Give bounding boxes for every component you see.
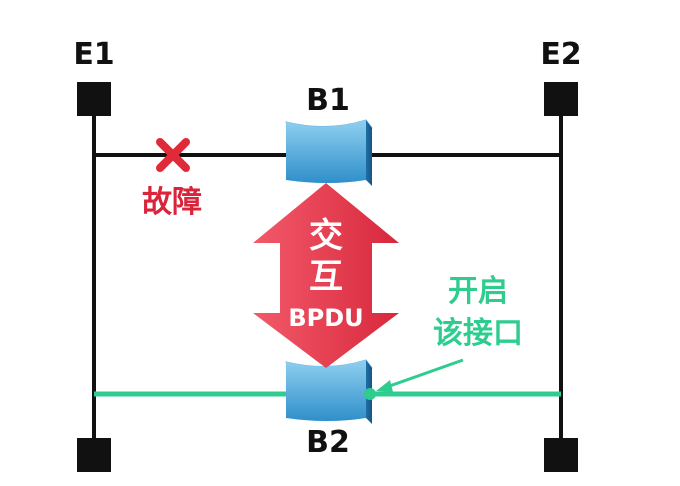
bridge-b2-icon [285,359,373,424]
callout-arrow-icon [376,358,464,392]
label-b1: B1 [306,83,350,118]
bridge-b1-icon [285,119,373,186]
label-b2: B2 [306,425,350,460]
label-e2: E2 [540,37,581,72]
fault-cross-icon [156,138,190,172]
endpoint-e1-bottom [77,438,111,472]
port-dot-icon [364,388,376,400]
endpoint-e1-top [77,82,111,116]
bpdu-exchange-arrow-icon [253,183,399,368]
endpoint-e2-top [544,82,578,116]
callout-line-1: 开启 [448,274,508,309]
exchange-line-1: 交 [309,216,343,256]
endpoint-e2-bottom [544,438,578,472]
fault-label: 故障 [142,185,202,220]
label-e1: E1 [73,37,114,72]
exchange-line-2: 互 [309,257,343,297]
callout-line-2: 该接口 [433,316,523,351]
exchange-line-3: BPDU [288,304,363,332]
